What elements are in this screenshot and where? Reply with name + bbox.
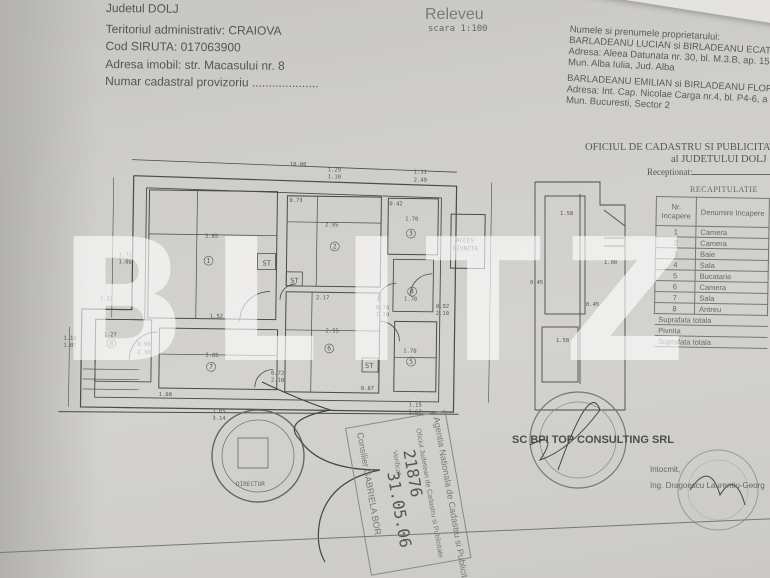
author-block: Intocmit, Ing. Dragoescu Laurentiu-Georg	[650, 462, 765, 494]
st-label: ST	[365, 362, 374, 370]
signature	[689, 475, 746, 506]
official-stamp-center	[529, 391, 627, 489]
basement-dim: 1.00	[604, 260, 617, 266]
dim-label: 0.76	[376, 305, 389, 311]
dim-label: 2.95	[326, 328, 339, 334]
dim-label: 0.92	[436, 304, 449, 310]
dim-label: 1.29	[328, 167, 341, 173]
dim-label: 1.08	[159, 392, 172, 398]
received-field: Receptionat:	[585, 166, 770, 178]
document-title: Releveu	[425, 6, 484, 23]
room-number: 1	[206, 257, 210, 265]
office-line2: al JUDETULUI DOLJ	[671, 154, 767, 165]
author-name: Ing. Dragoescu Laurentiu-Georg	[650, 481, 765, 490]
room-number: 3	[409, 230, 413, 238]
dim-label: 1.15	[408, 403, 421, 409]
dim-label: 1.07	[63, 343, 76, 349]
signature	[529, 402, 601, 471]
dim-label: 1.70	[405, 216, 418, 222]
dim-label: 2.10	[436, 311, 449, 317]
office-line1: OFICIUL DE CADASTRU SI PUBLICITATE	[585, 142, 770, 153]
page-shadow	[0, 0, 100, 578]
room-number: 2	[333, 242, 337, 250]
recap-title: RECAPITULATIE	[690, 185, 758, 194]
dim-label: 3.85	[205, 234, 218, 240]
dim-label: 0.99	[137, 342, 150, 348]
basement-dim: 1.58	[560, 211, 573, 217]
access-label: PIVNITA	[453, 245, 479, 252]
st-label: ST	[290, 277, 299, 285]
dim-label: 1.27	[103, 332, 116, 338]
dim-label: 1.52	[210, 314, 223, 320]
dim-label: 0.87	[361, 386, 374, 392]
signature	[261, 381, 381, 563]
dim-label: 1.18	[63, 336, 76, 342]
dim-label: 2.10	[271, 378, 284, 384]
dim-label: 1.10	[328, 174, 341, 180]
dim-label: 0.72	[271, 371, 284, 377]
room-number: 7	[209, 363, 213, 371]
room-number: 5	[409, 358, 413, 366]
firm-name: SC BPI TOP CONSULTING SRL	[512, 434, 674, 446]
dim-label: 2.10	[376, 312, 389, 318]
author-label: Intocmit,	[650, 465, 681, 474]
basement-dim: 1.58	[556, 338, 569, 344]
dim-label: 2.30	[137, 350, 150, 356]
room-number: 4	[410, 288, 414, 296]
dim-label: 0.42	[389, 201, 402, 207]
dim-label: 1.67	[408, 410, 421, 416]
cadastral-office-block: OFICIUL DE CADASTRU SI PUBLICITATE al JU…	[585, 142, 770, 178]
room-number: 6	[327, 344, 331, 352]
scale-label: scara 1:100	[428, 24, 488, 34]
dim-label: 1.05	[212, 409, 225, 415]
dim-label: 1.70	[403, 348, 416, 354]
dim-label: 3.05	[205, 353, 218, 359]
dim-label: 2.95	[325, 222, 338, 228]
received-label: Receptionat:	[647, 167, 693, 177]
basement-dim: 0.45	[530, 280, 543, 286]
dim-label: 0.73	[289, 198, 302, 204]
dim-label: 2.17	[316, 295, 329, 301]
dim-label: 1.11	[414, 170, 427, 176]
official-stamp-left: DIRECTOR	[211, 409, 305, 503]
dim-label: 1.06	[118, 259, 131, 265]
access-label: ACCES	[456, 237, 475, 244]
dim-label: 1.70	[404, 296, 417, 302]
dim-label: 1.71	[119, 252, 132, 258]
dim-label: 3.14	[212, 416, 226, 422]
st-label: ST	[262, 259, 271, 267]
overall-width-dim: 10.00	[290, 162, 307, 168]
stamp-text: DIRECTOR	[236, 481, 265, 488]
dim-label: 2.49	[414, 178, 427, 184]
basement-dim: 0.45	[586, 302, 599, 308]
dim-label: 1.51	[100, 296, 113, 302]
room-number: 8	[109, 339, 113, 347]
